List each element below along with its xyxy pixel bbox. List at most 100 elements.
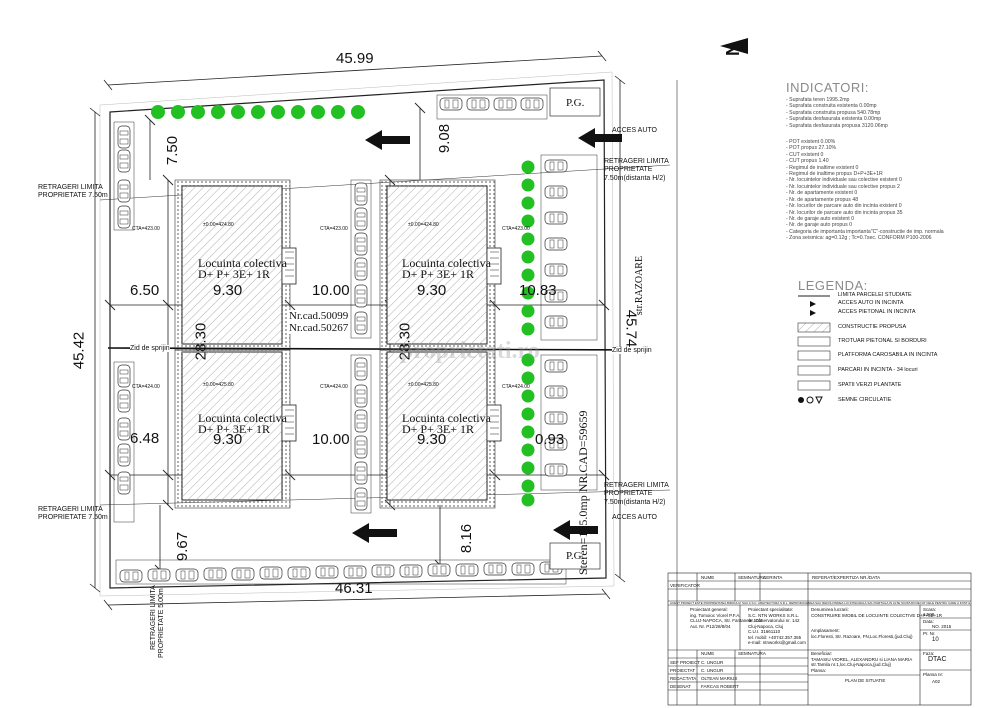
dim-right-offset-bottom: 0.93	[535, 431, 565, 448]
tb-ben-1: Beneficiar:	[811, 651, 833, 656]
setback-right-1: RETRAGERI LIMITA	[604, 158, 669, 165]
tb-pr-nr: Pr. Nr.	[923, 631, 936, 636]
dim-setback-bl: 9.67	[174, 531, 192, 562]
legend-item: CONSTRUCTIE PROPUSA	[838, 324, 907, 330]
dim-left: 45.42	[70, 331, 88, 370]
tb-amp-2: loc.Floresti, Str. Razoare, FN,Loc.Flore…	[811, 633, 913, 639]
cta-tm: CTA=423.00	[320, 226, 348, 232]
access-top: ACCES AUTO	[612, 127, 657, 134]
tb-ps-5: C.U.I. 31661110	[748, 629, 781, 634]
legend-item: TROTUAR PIETONAL SI BORDURI	[838, 338, 927, 344]
indicator-line: - Nr. locuintelor individuale sau colect…	[786, 177, 902, 184]
tb-ps-3: str. Observatorului nr. 142	[748, 618, 800, 623]
tb-copyright: ACEST PROIECT ESTE PROPRIETATEA BIROULUI…	[670, 601, 970, 605]
bldg-levels-bl: D+ P+ 3E+ 1R	[198, 422, 270, 436]
property-boundary	[109, 79, 607, 589]
tb-proiectant-general: Proiectant general: ing. Tomoioc Viorel …	[690, 607, 762, 629]
dim-bottom: 46.31	[335, 580, 373, 597]
trees-top-row	[151, 105, 365, 119]
indicator-line: - Suprafata desfasurata existenta 0.00mp	[786, 116, 882, 123]
indicator-line: - CUT existent 0	[786, 151, 824, 158]
setback-left-4: PROPRIETATE 7.50m	[38, 514, 108, 521]
tb-ps-6: tel. mobil: +40742.357.355	[748, 634, 802, 640]
indicator-line: - Nr. de garaje auto propus 0	[786, 222, 853, 229]
tb-den-2: CONSTRUIRE IMOBIL DE LOCUINTE COLECTIVE …	[811, 612, 942, 618]
bldg-name-tl: Locuinta colectiva	[198, 256, 287, 270]
legend-item: ACCES AUTO IN INCINTA	[838, 300, 904, 306]
dim-depth-left: 28.30	[192, 322, 210, 361]
legend-item: PARCARI IN INCINTA - 34 locuri	[838, 367, 918, 373]
legend-item: SPATII VERZI PLANTATE	[838, 382, 902, 388]
pg-box-bottom	[549, 542, 601, 570]
bldg-name-br: Locuinta colectiva	[402, 411, 491, 425]
cta-bl: CTA=424.00	[132, 384, 160, 390]
access-bottom: ACCES AUTO	[612, 514, 657, 521]
tb-scara: Scara:	[923, 607, 937, 612]
building-top-left	[174, 179, 297, 351]
tb-amp-1: Amplasament:	[811, 628, 840, 633]
legend-item: PLATFORMA CAROSABILA IN INCINTA	[838, 352, 938, 358]
building-bottom-left	[174, 349, 297, 509]
dim-bldg-width-4: 9.30	[417, 431, 447, 448]
indicator-line: - Zona seismica: ag=0.12g ; Tc=0.7sec. C…	[786, 235, 932, 242]
parking-top-row	[436, 94, 548, 120]
title-block	[667, 572, 972, 706]
setback-left-3: RETRAGERI LIMITA	[38, 506, 103, 513]
dim-right: 45.74	[622, 309, 640, 348]
setback-bottom-2: PROPRIETATE 5.00m	[158, 588, 165, 658]
tb-sefp-name: C. UNGUR	[701, 660, 724, 665]
dim-gap-top: 10.00	[312, 282, 350, 299]
bldg-levels-tl: D+ P+ 3E+ 1R	[198, 267, 270, 281]
setback-bottom-1: RETRAGERI LIMITA	[150, 585, 157, 650]
elev-bl: ±0.00=425.80	[203, 382, 234, 388]
tb-data: Data:	[923, 619, 934, 624]
setback-right-5: PROPRIETATE	[604, 490, 653, 497]
building-bottom-right	[379, 349, 502, 509]
tb-beneficiar: Beneficiar: TAMASIU VIOREL, ALEXANDRU si…	[811, 651, 912, 668]
dim-left-offset-top: 6.50	[130, 282, 160, 299]
indicator-line: - CUT propus 1.40	[786, 158, 829, 165]
indicators-title: INDICATORI:	[786, 80, 870, 95]
cad-number-2: Nr.cad.50267	[289, 322, 349, 334]
arrows	[352, 128, 622, 543]
cta-bm: CTA=424.00	[320, 384, 348, 390]
tb-desenat-name: FARCAS ROBERT	[701, 684, 739, 689]
parking-bottom-row	[115, 559, 567, 585]
indicator-line: - Nr. locurilor de parcare auto din inci…	[786, 203, 902, 210]
legend-item: SEMNE CIRCULATIE	[838, 397, 892, 403]
tb-faza: Faza:	[923, 651, 935, 656]
tb-h-semnatura: SEMNATURA	[738, 575, 766, 580]
tb-h-nume-2: NUME	[701, 651, 715, 656]
setback-right-2: PROPRIETATE	[604, 166, 653, 173]
dim-right-offset-top: 10.83	[519, 282, 557, 299]
tb-plansa-nr: Plansa nr:	[923, 672, 944, 677]
legend-title: LEGENDA:	[798, 278, 868, 293]
setback-right-6: 7.50m(distanta H/2)	[604, 499, 666, 506]
indicator-line: - POT propus 27.10%	[786, 145, 837, 152]
tb-pg-1: Proiectant general:	[690, 607, 728, 612]
legend-item: ACCES PIETONAL IN INCINTA	[838, 309, 916, 315]
tb-h-semnatura-2: SEMNATURA	[738, 651, 766, 656]
tb-data-val: NO. 2015	[932, 624, 952, 629]
indicator-line: - POT existent 0.00%	[786, 139, 836, 146]
parking-middle-column	[350, 179, 372, 514]
parking-left-column	[113, 121, 135, 523]
elev-tr: ±0.00=424.80	[408, 222, 439, 228]
indicator-line: - Nr. de apartamente propus 48	[786, 196, 859, 203]
pg-top-label: P.G.	[566, 97, 585, 109]
setback-right-4: RETRAGERI LIMITA	[604, 482, 669, 489]
tb-redactat-name: OLTEAN MARIUS	[701, 676, 738, 681]
dim-gap-bottom: 10.00	[312, 431, 350, 448]
bldg-name-bl: Locuinta colectiva	[198, 411, 287, 425]
bldg-levels-br: D+ P+ 3E+ 1R	[402, 422, 474, 436]
dim-setback-bc: 8.16	[458, 523, 476, 554]
bldg-name-tr: Locuinta colectiva	[402, 256, 491, 270]
tb-ben-2: TAMASIU VIOREL, ALEXANDRU si LIANA MARIA	[811, 656, 913, 662]
pg-bottom-label: P.G.	[566, 550, 585, 562]
setback-right-3: 7.50m(distanta H/2)	[604, 175, 666, 182]
indicator-line: - Nr. de garaje auto existent 0	[786, 215, 855, 222]
tb-h-cerinta: CERINTA	[763, 575, 783, 580]
pg-box-top	[549, 87, 601, 117]
retaining-wall-left: Zid de sprijin	[130, 345, 170, 352]
